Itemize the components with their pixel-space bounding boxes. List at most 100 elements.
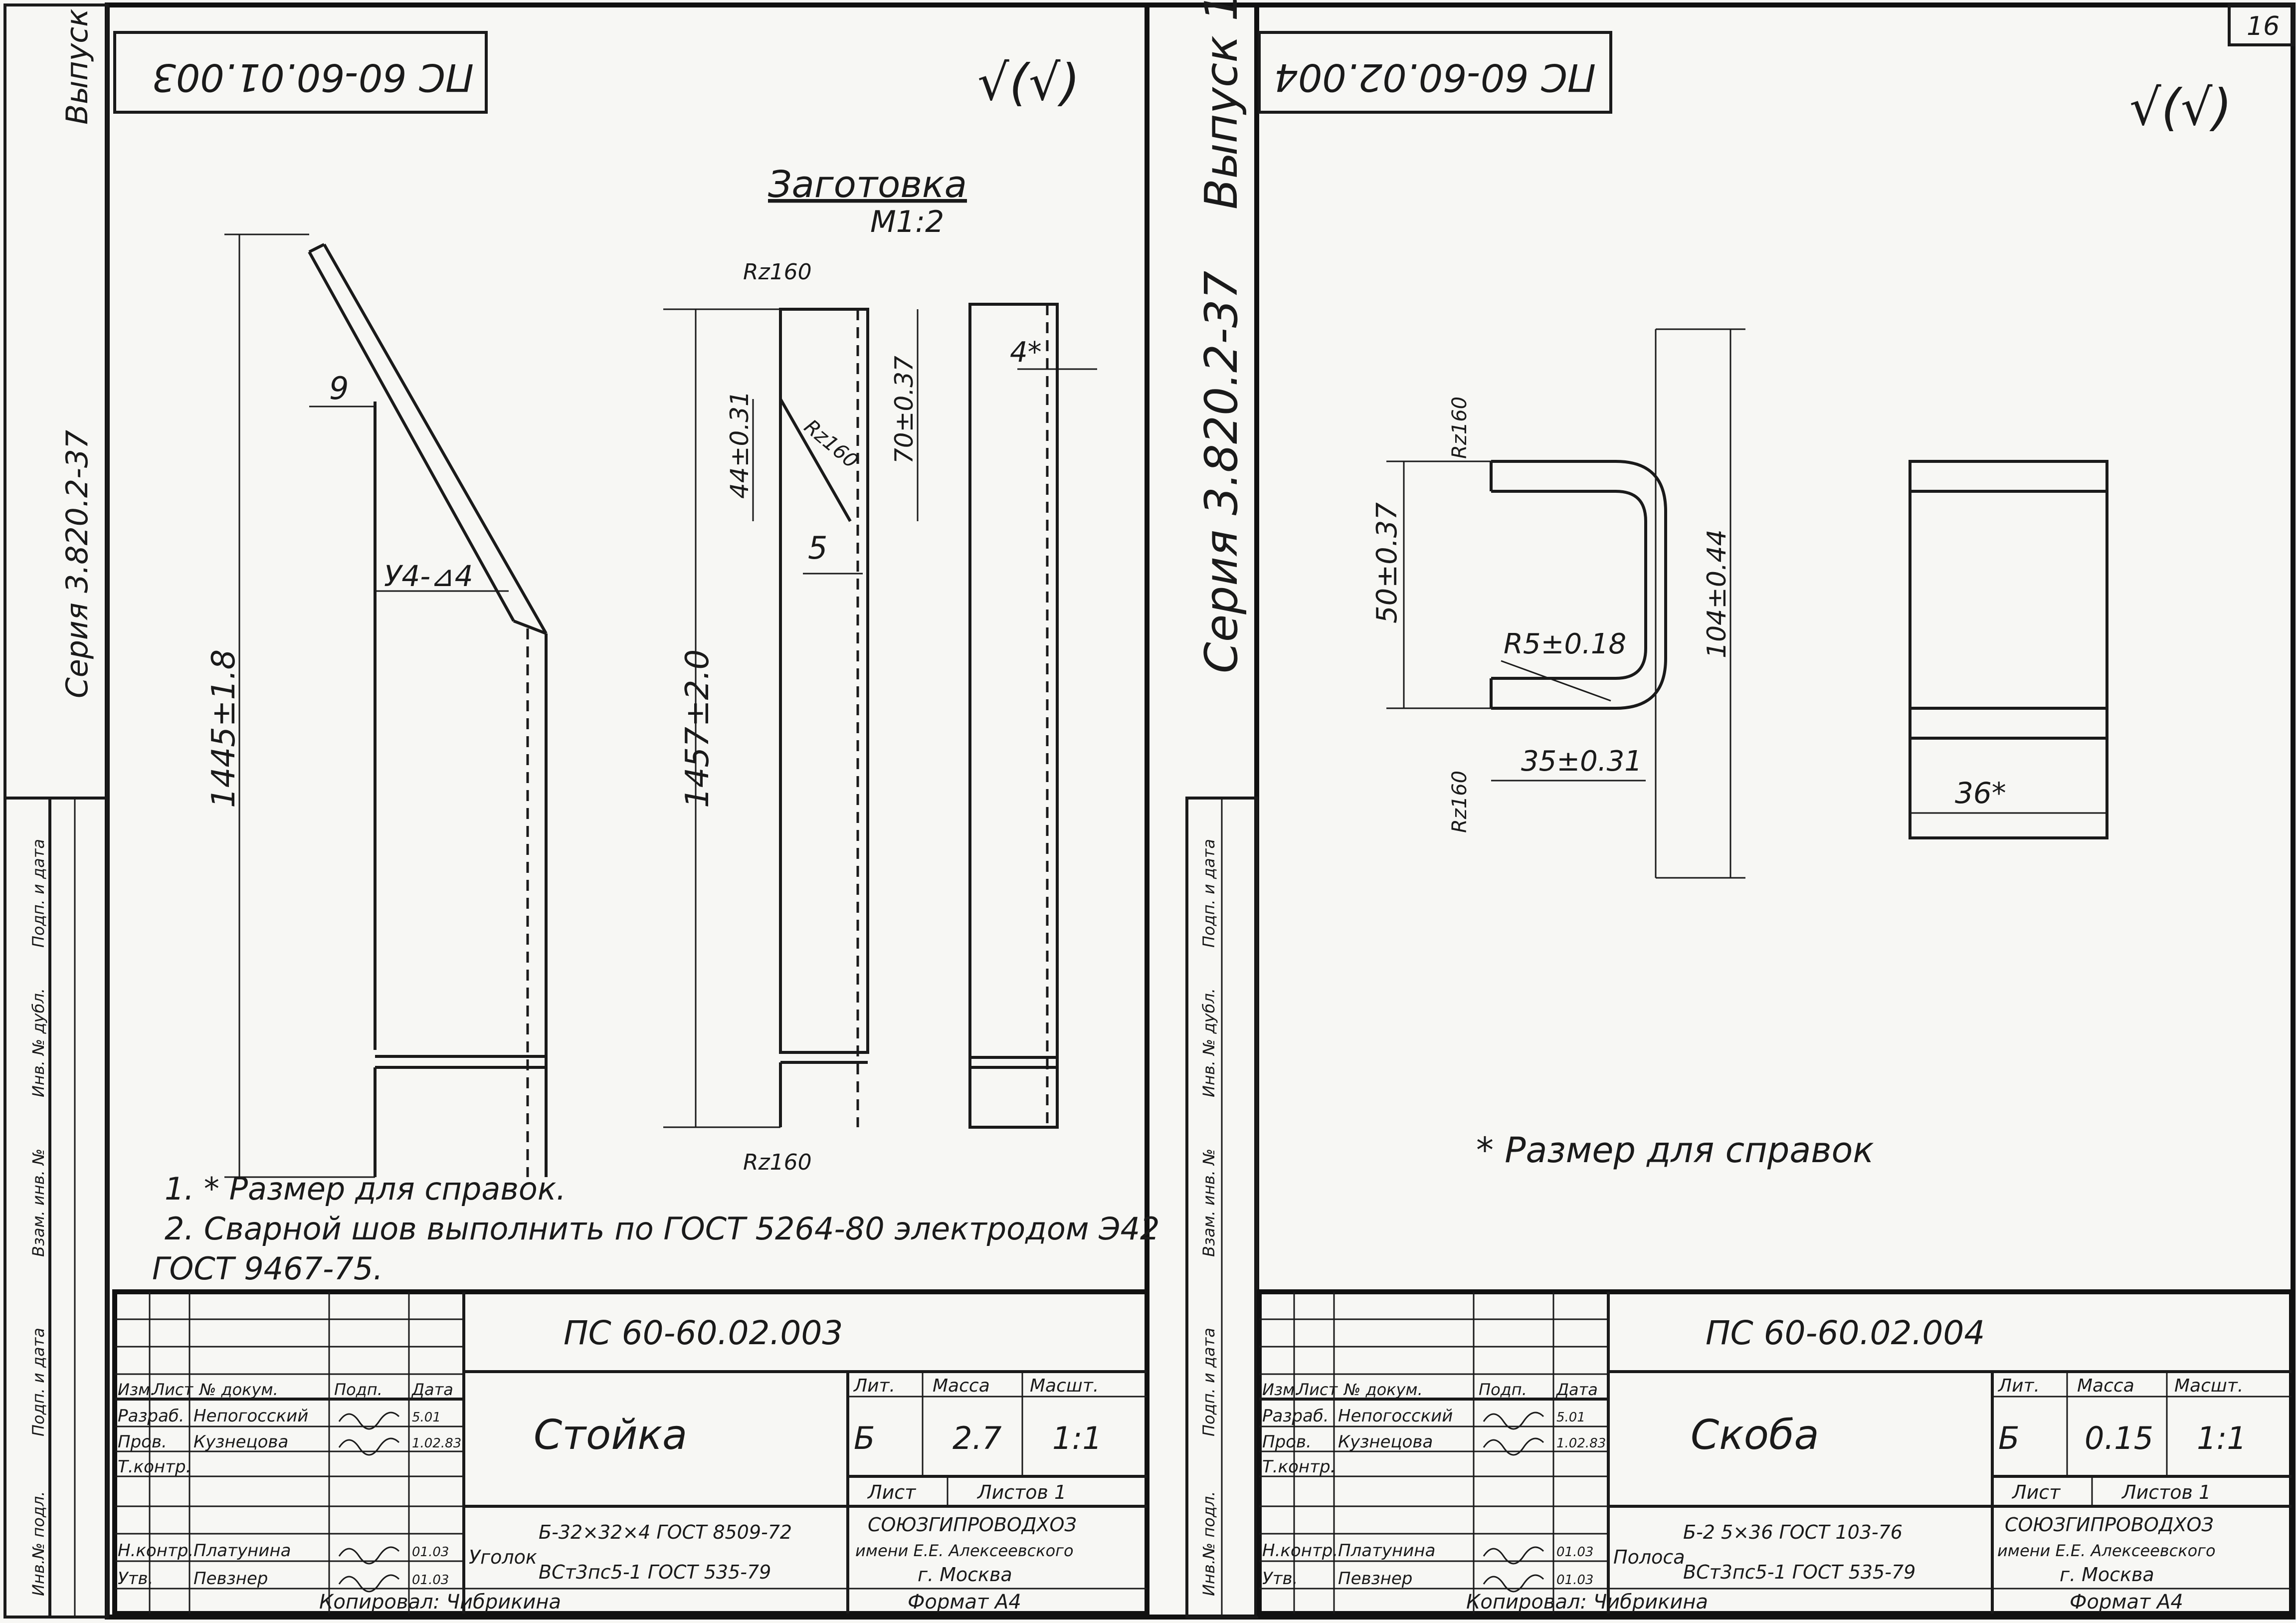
tb2-hdr-doc: № докум. [1343,1380,1423,1399]
tb1-hdr-izm: Изм. [118,1380,155,1399]
tb1-date-2: 1.02.83 [412,1436,461,1451]
stamp-sign-date-3: Подп. и дата [1199,1328,1218,1436]
blank-edge-view: 4* [968,303,1097,1129]
tb2-scale-label: Масшт. [2174,1376,2243,1396]
tb1-signature-6 [338,1574,400,1593]
tb1-material-1: Б-32×32×4 ГОСТ 8509-72 [539,1521,792,1543]
issue-text-left: Выпуск 1 [60,0,95,125]
blank-view: 1457±2.0 44±0.31 70±0.37 5 Rz160 Rz160 R… [663,259,919,1175]
tb2-name: Скоба [1691,1412,1819,1459]
tb1-org-3: г. Москва [918,1564,1012,1586]
tb2-material-label: Полоса [1613,1546,1685,1568]
tb1-format: Формат А4 [908,1591,1021,1614]
tb1-name: Стойка [534,1412,687,1459]
tb2-material-2: ВСт3пс5-1 ГОСТ 535-79 [1683,1561,1915,1583]
tb1-lit: Б [854,1420,875,1456]
dim-gap: 5 [808,530,827,566]
tb1-role-1: Разраб. [118,1406,185,1426]
bracket-inner [1491,490,1647,680]
stamp-vzam: Взам. инв. № [29,1149,48,1257]
sheet2: ПС 60-60.02.004 √(√) 104±0.44 50±0.37 35… [1257,31,2294,1616]
dim-tip-height: 44±0.31 [725,391,754,499]
tb1-mass-label: Масса [933,1376,990,1396]
tb1-sheets-label: Листов 1 [976,1481,1066,1503]
stamp-inv-dubl: Инв. № дубл. [29,988,48,1097]
tb1-hdr-sign: Подп. [334,1380,383,1399]
stamp-vzam-2: Взам. инв. № [1199,1149,1218,1257]
edge-outline [968,303,1059,1129]
stand-brace-tip [308,243,325,253]
blank-cut-diag [779,398,852,522]
tb2-lit-label: Лит. [1997,1376,2040,1396]
tb2-sheets-label: Листов 1 [2121,1481,2211,1503]
tb1-hdr-list: Лист [152,1380,193,1399]
sheet2-code-box [1258,31,1612,114]
tb2-scale: 1:1 [2197,1420,2247,1456]
tb2-sheet-label: Лист [2011,1481,2061,1503]
weld-symbol: У4-⊿4 [384,559,473,593]
sheet2-title-block: Изм. Лист № докум. Подп. Дата Разраб. Пр… [1257,1289,2294,1616]
rz-top: Rz160 [743,259,812,285]
dim-depth: 36* [1955,776,2006,810]
sheet1-rotated-code: ПС 60-60.01.003 [152,55,474,100]
sheet2-note: * Размер для справок [1476,1130,1874,1171]
tb2-hdr-date: Дата [1555,1380,1598,1399]
sheet2-roughness: √(√) [2129,78,2232,137]
dim-radius-leader [1501,660,1611,702]
tb1-material-2: ВСт3пс5-1 ГОСТ 535-79 [539,1561,771,1583]
rz-bracket-bot: Rz160 [1448,771,1471,833]
dim-thickness: 4* [1010,336,1042,369]
tb2-role-1: Разраб. [1262,1406,1329,1426]
tb1-date-5: 01.03 [412,1545,449,1560]
sheet1-roughness: √(√) [977,53,1080,112]
tb2-mass-label: Масса [2077,1376,2134,1396]
tb1-signature-1 [338,1412,400,1430]
dim-height: 50±0.37 [1371,502,1403,623]
left-margin-strip [3,3,109,1619]
tb1-mass: 2.7 [953,1420,1002,1456]
tb1-lit-label: Лит. [853,1376,895,1396]
tb2-hdr-izm: Изм. [1262,1380,1300,1399]
sheet1-code-box [113,31,488,114]
stamp-sign-date-2: Подп. и дата [29,839,48,948]
tb2-date-6: 01.03 [1556,1573,1593,1588]
dim-blank-length: 1457±2.0 [679,649,716,808]
tb2-signature-5 [1483,1546,1544,1565]
stand-brace-inner [323,243,548,634]
tb2-person-2: Кузнецова [1338,1432,1433,1452]
sheet-number-box [2228,3,2295,46]
dim-offset: 9 [329,370,349,406]
side-outline [1909,460,2108,839]
tb1-scale: 1:1 [1052,1420,1102,1456]
tb1-copied: Копировал: Чибрикина [319,1591,561,1614]
tb1-role-2: Пров. [118,1432,167,1452]
tb1-signature-2 [338,1437,400,1456]
tb2-signature-6 [1483,1574,1544,1593]
tb2-hdr-sign: Подп. [1479,1380,1527,1399]
tb1-sheet-label: Лист [867,1481,917,1503]
tb1-scale-label: Масшт. [1030,1376,1099,1396]
tb2-date-5: 01.03 [1556,1545,1593,1560]
tb1-person-6: Певзнер [193,1569,268,1589]
tb2-org-1: СОЮЗГИПРОВОДХОЗ [2005,1514,2214,1536]
series-text-left: Серия 3.820.2-37 [60,430,95,698]
tb1-signature-5 [338,1546,400,1565]
tb2-date-1: 5.01 [1556,1410,1585,1425]
tb2-signature-2 [1483,1437,1544,1456]
tb1-date-6: 01.03 [412,1573,449,1588]
stamp-inv-dubl-2: Инв. № дубл. [1199,988,1218,1097]
tb2-material-1: Б-2 5×36 ГОСТ 103-76 [1683,1521,1903,1543]
tb1-hdr-doc: № докум. [198,1380,278,1399]
tb2-role-5: Н.контр. [1262,1541,1338,1561]
note-2: 2. Сварной шов выполнить по ГОСТ 5264-80… [165,1211,1159,1247]
tb1-person-1: Непогосский [193,1406,308,1426]
bracket-view: 104±0.44 50±0.37 35±0.31 R5±0.18 Rz160 R… [1371,328,1745,879]
dim-overall: 1445±1.8 [205,649,242,808]
tb1-code: ПС 60-60.02.003 [564,1314,843,1352]
tb2-role-6: Утв. [1262,1569,1298,1589]
dim-cut-length: 70±0.37 [890,356,919,464]
stamp-sign-date-4: Подп. и дата [1199,839,1218,948]
rz-bottom: Rz160 [743,1150,812,1175]
sheet-number: 16 [2247,11,2280,41]
